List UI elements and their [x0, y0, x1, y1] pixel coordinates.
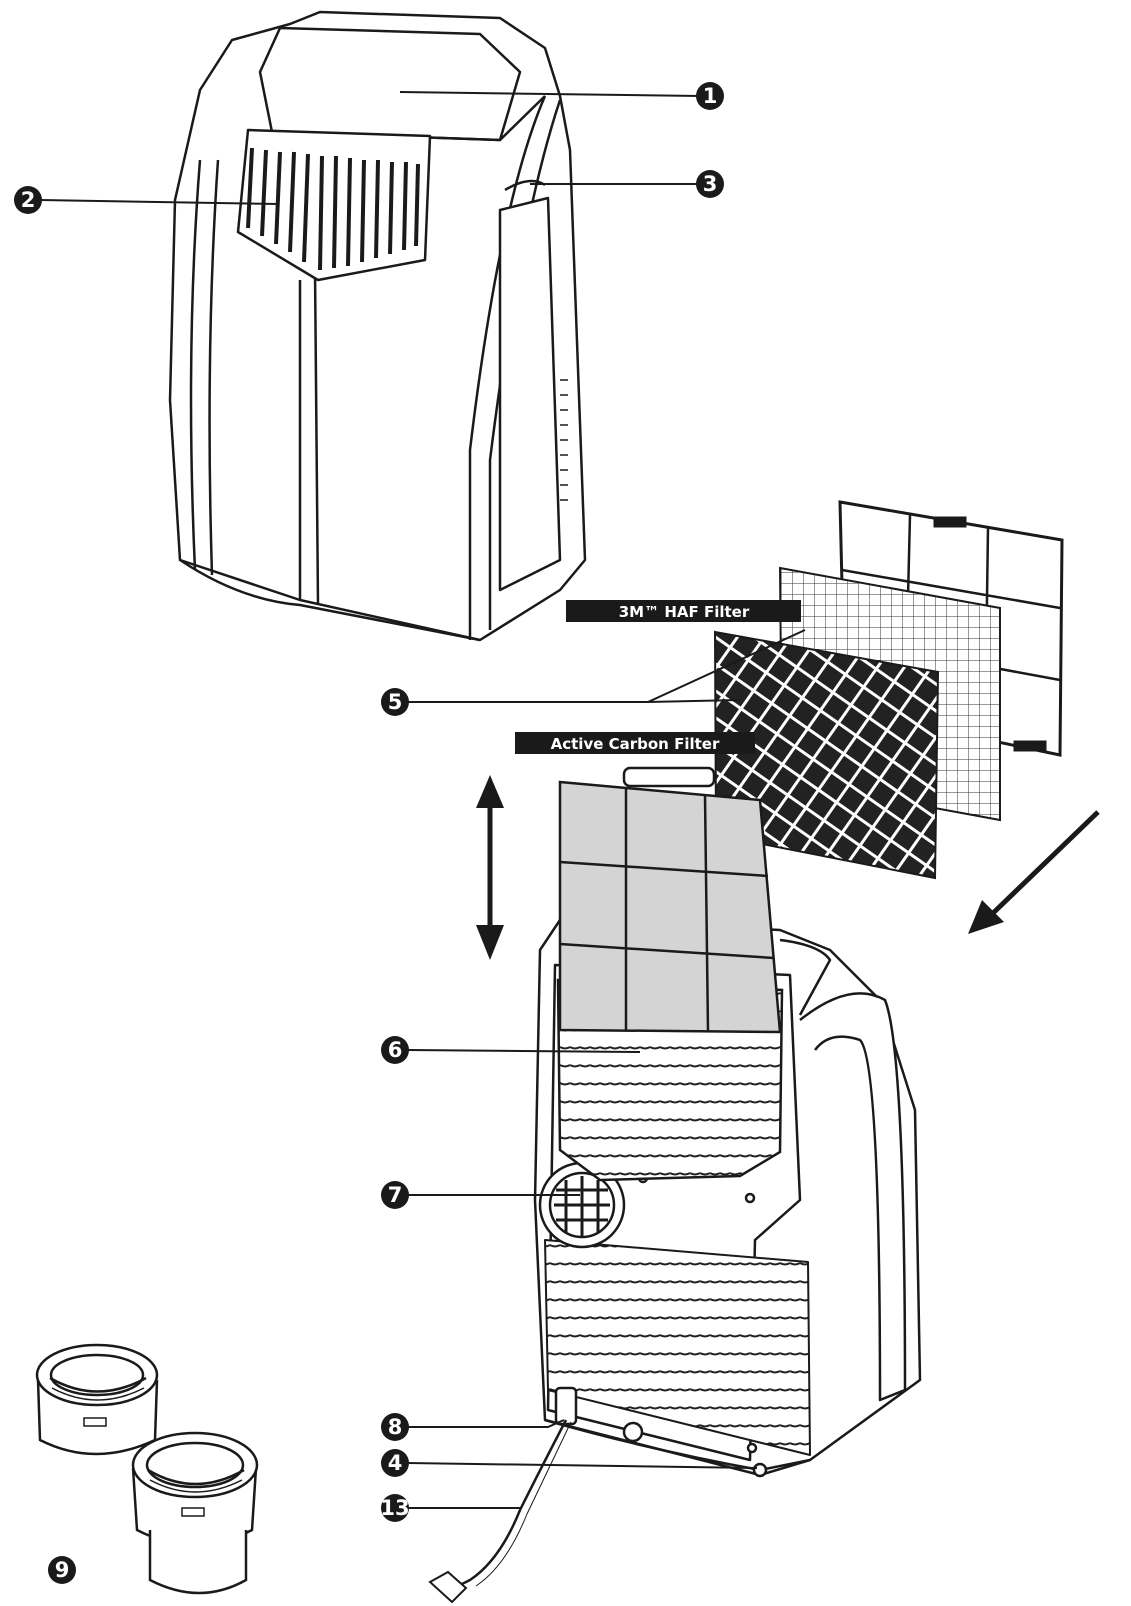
callout-1: 1 — [696, 82, 724, 110]
adapter-upper — [35, 1343, 159, 1456]
front-air-outlet-grille — [246, 147, 420, 271]
callout-9: 9 — [48, 1556, 76, 1584]
svg-text:3M™ HAF Filter: 3M™ HAF Filter — [619, 603, 750, 621]
side-vent — [560, 379, 568, 501]
svg-text:2: 2 — [21, 188, 36, 212]
svg-text:13: 13 — [380, 1496, 409, 1520]
svg-text:8: 8 — [388, 1415, 403, 1439]
top-control-panel — [258, 26, 522, 142]
callout-13: 13 — [380, 1494, 410, 1522]
exhaust-hose-adapters — [35, 1343, 259, 1595]
callout-3: 3 — [696, 170, 724, 198]
callout-6: 6 — [381, 1036, 409, 1064]
rear-filter-panel — [558, 766, 782, 1034]
callout-7: 7 — [381, 1181, 409, 1209]
svg-text:7: 7 — [388, 1183, 403, 1207]
haf-filter-label: 3M™ HAF Filter — [566, 600, 801, 622]
power-socket — [554, 1386, 578, 1426]
svg-text:9: 9 — [55, 1558, 70, 1582]
carbon-filter-label: Active Carbon Filter — [515, 732, 755, 754]
callout-2: 2 — [14, 186, 42, 214]
svg-text:4: 4 — [388, 1451, 403, 1475]
callout-leader-lines — [39, 91, 806, 1509]
power-cord — [428, 1419, 572, 1604]
callout-8: 8 — [381, 1413, 409, 1441]
svg-text:5: 5 — [388, 690, 403, 714]
power-plug — [428, 1570, 468, 1604]
svg-text:1: 1 — [703, 84, 718, 108]
slide-direction-arrow — [476, 775, 504, 960]
callout-5: 5 — [381, 688, 409, 716]
rear-lower-grille — [544, 1239, 811, 1456]
callout-4: 4 — [381, 1449, 409, 1477]
svg-text:3: 3 — [703, 172, 718, 196]
drain-outlet — [622, 1421, 644, 1443]
front-unit — [168, 10, 587, 642]
insert-direction-arrow — [968, 810, 1100, 934]
adapter-lower — [131, 1431, 259, 1595]
svg-text:Active Carbon Filter: Active Carbon Filter — [551, 735, 720, 753]
active-carbon-filter-mesh — [713, 630, 940, 880]
svg-text:6: 6 — [388, 1038, 403, 1062]
